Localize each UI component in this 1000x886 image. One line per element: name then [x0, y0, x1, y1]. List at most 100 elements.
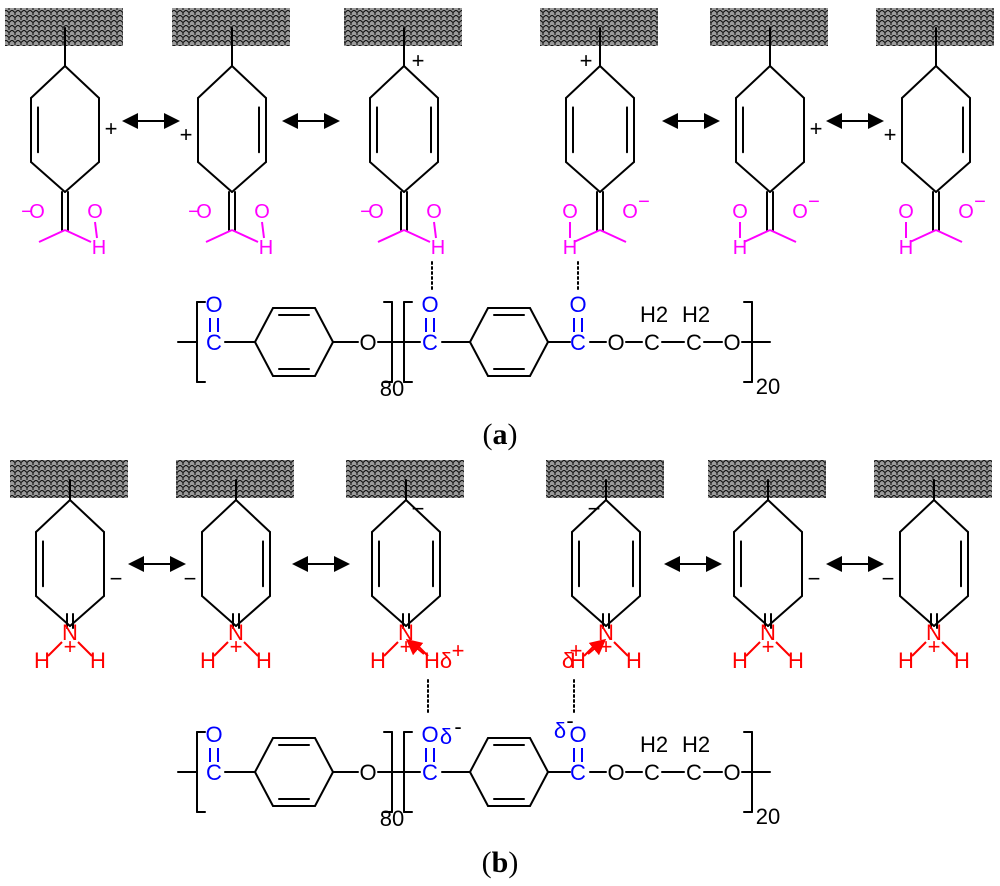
plus-charge: +	[180, 122, 193, 147]
hydroxyl-h: H	[431, 237, 445, 259]
delta-plus: δ	[562, 648, 574, 673]
c-o-bond	[909, 229, 937, 243]
methylene-h2: H2	[640, 732, 668, 757]
c-o-bond	[64, 229, 92, 243]
hydrogen-label: H	[626, 648, 642, 673]
ester-oxygen: O	[359, 330, 376, 355]
ring-bond	[369, 161, 405, 193]
n-h-bond	[911, 641, 927, 657]
delta-minus: δ	[554, 718, 566, 743]
methylene-h2: H2	[682, 732, 710, 757]
ester-oxygen: O	[359, 760, 376, 785]
ring-bond	[403, 161, 439, 193]
ring-bond	[69, 499, 105, 533]
hydrogen-label: H	[898, 648, 914, 673]
hydroxyl-oxygen: O	[87, 201, 103, 223]
hydroxyl-h: H	[92, 237, 106, 259]
ring-bond	[64, 161, 100, 193]
benzene-bond	[469, 341, 489, 377]
repeat-count: 80	[380, 806, 404, 831]
o-h-bond	[433, 221, 437, 239]
ring-bond	[369, 65, 405, 99]
plus-charge: +	[64, 634, 77, 659]
ring-bond	[571, 595, 607, 627]
carbonyl-oxygen: O	[421, 722, 438, 747]
ring-bond	[197, 161, 233, 193]
ring-bond	[64, 65, 100, 99]
hydrogen-label: H	[90, 648, 106, 673]
carbonyl-oxygen: O	[205, 292, 222, 317]
minus-charge: −	[588, 496, 601, 521]
benzene-bond	[254, 307, 274, 343]
plus-charge: +	[105, 116, 118, 141]
ring-bond	[901, 65, 937, 99]
repeat-count: 80	[380, 376, 404, 401]
hydroxyl-oxygen: O	[426, 201, 442, 223]
minus-charge: −	[808, 566, 821, 591]
ring-bond	[197, 65, 233, 99]
ester-oxygen: O	[723, 330, 740, 355]
n-h-bond	[745, 641, 761, 657]
ring-bond	[935, 161, 971, 193]
repeat-count: 20	[756, 374, 780, 399]
nitrogen-label: N	[926, 620, 942, 645]
ring-bond	[735, 65, 771, 99]
oxygen-label: O	[196, 201, 212, 223]
carbonyl-carbon: C	[206, 760, 222, 785]
methylene-carbon: C	[644, 760, 660, 785]
ring-bond	[201, 499, 237, 533]
hydrogen-label: H	[370, 648, 386, 673]
hydrogen-label: H	[732, 648, 748, 673]
hydrogen-label: H	[34, 648, 50, 673]
ring-bond	[371, 499, 407, 533]
c-o-bond	[769, 229, 797, 243]
hydroxyl-oxygen: O	[562, 201, 578, 223]
c-o-bond	[935, 229, 963, 243]
ring-bond	[733, 595, 769, 627]
hydroxyl-oxygen: O	[732, 201, 748, 223]
n-h-bond	[47, 641, 63, 657]
hydrogen-label: H	[424, 648, 440, 673]
ring-bond	[735, 161, 771, 193]
benzene-bond	[529, 771, 549, 807]
delta-minus: δ	[440, 724, 452, 749]
ring-bond	[605, 499, 641, 533]
benzene-bond	[254, 341, 274, 377]
ring-bond	[405, 595, 441, 627]
c-o-bond	[377, 229, 405, 243]
electron-arrow	[405, 638, 425, 656]
n-h-bond	[941, 641, 957, 657]
plus-charge: +	[230, 634, 243, 659]
benzene-bond	[254, 771, 274, 807]
minus-charge: −	[188, 201, 200, 223]
nitrogen-label: N	[228, 620, 244, 645]
plus-charge: +	[810, 116, 823, 141]
carbonyl-oxygen: O	[569, 722, 586, 747]
benzene-bond	[529, 737, 549, 773]
ring-bond	[35, 499, 71, 533]
plus-charge: +	[580, 48, 593, 73]
ring-bond	[565, 161, 601, 193]
plus-charge: +	[884, 122, 897, 147]
plus-charge: +	[762, 634, 775, 659]
benzene-bond	[529, 341, 549, 377]
minus-charge: −	[638, 191, 650, 213]
hydroxyl-oxygen: O	[898, 201, 914, 223]
acid-molecule: +OHO−	[876, 8, 994, 259]
ring-bond	[30, 161, 66, 193]
repeat-count: 20	[756, 804, 780, 829]
ester-oxygen: O	[723, 760, 740, 785]
carbonyl-carbon: C	[422, 330, 438, 355]
plus-charge: +	[928, 634, 941, 659]
ring-bond	[769, 65, 805, 99]
nitrogen-label: N	[760, 620, 776, 645]
n-h-bond	[383, 641, 399, 657]
ring-bond	[201, 595, 237, 627]
